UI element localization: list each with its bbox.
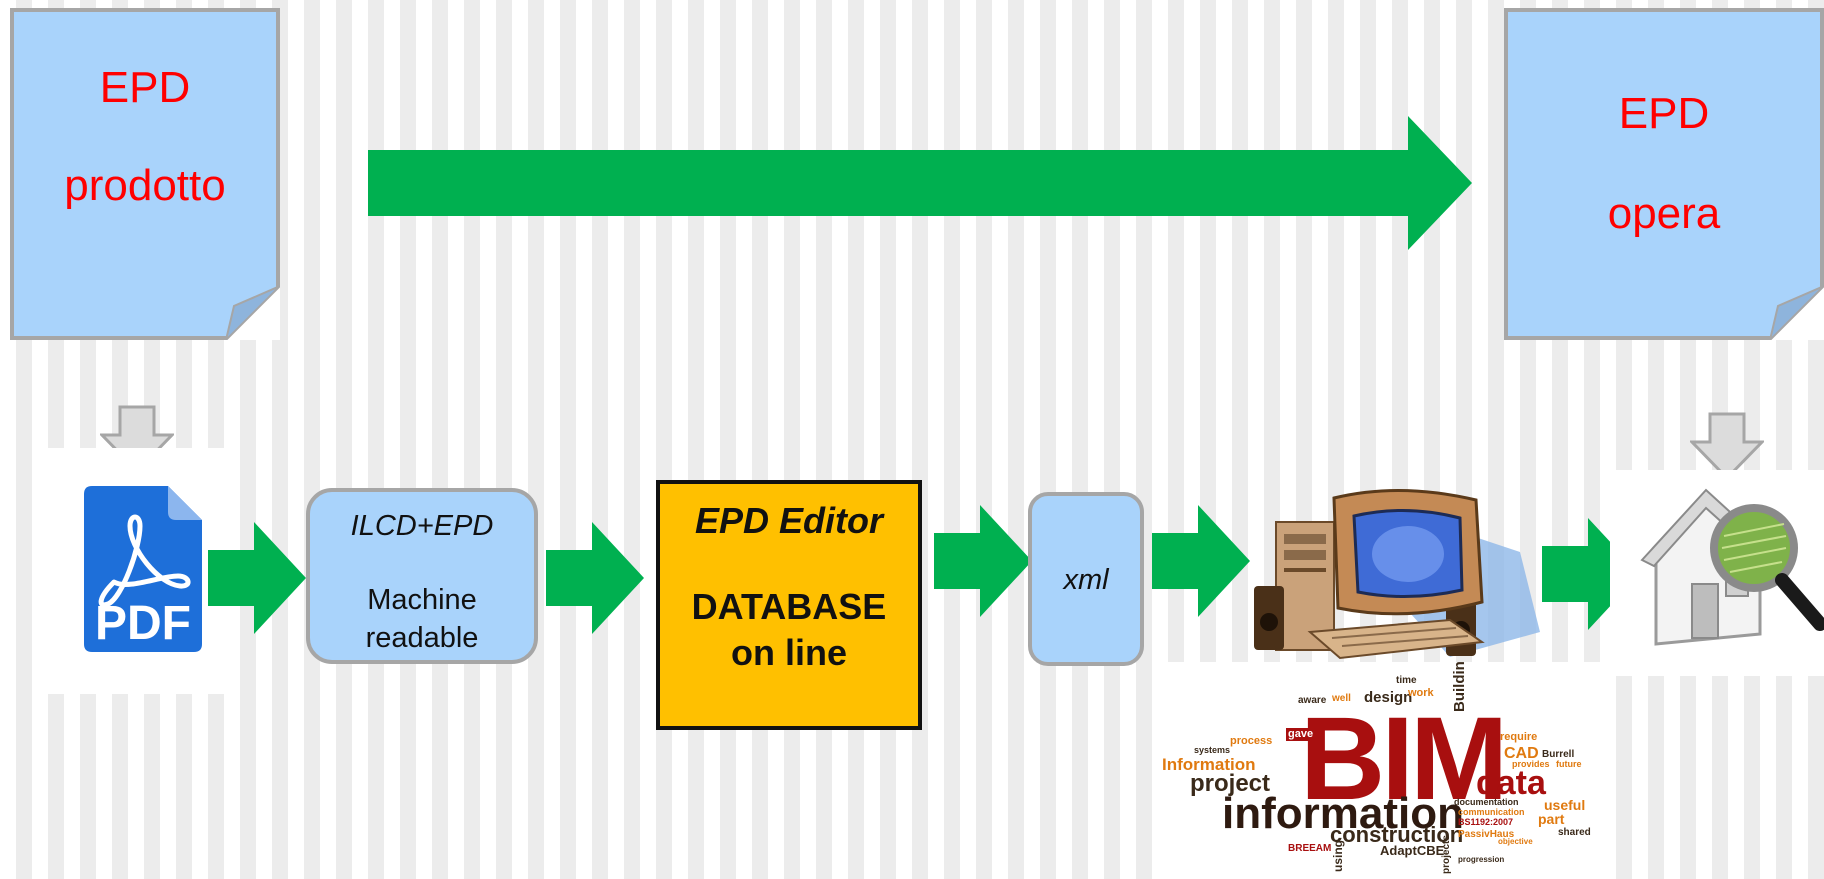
- wc-future: future: [1556, 759, 1582, 769]
- wc-adaptcbe: AdaptCBE: [1380, 843, 1445, 858]
- flow-arrow-3: [934, 505, 1032, 617]
- wc-cad: CAD: [1504, 745, 1539, 762]
- wc-bim: BIM: [1300, 693, 1508, 825]
- wc-objective: objective: [1498, 837, 1533, 846]
- wc-documentation: documentation: [1454, 797, 1519, 807]
- bim-word-cloud: BIM information data project constructio…: [1152, 662, 1612, 879]
- wc-information-mid: Information: [1162, 755, 1256, 774]
- flow-arrow-5: [1542, 518, 1640, 630]
- flow-arrow-2: [546, 522, 644, 634]
- wc-building: Building: [1451, 662, 1468, 712]
- wc-information-large: information: [1222, 789, 1464, 838]
- wc-shared: shared: [1558, 827, 1591, 838]
- wc-project: project: [1190, 770, 1271, 797]
- pdf-icon: [84, 486, 202, 652]
- epd-editor-line2: on line: [731, 632, 847, 673]
- wc-systems: systems: [1194, 745, 1231, 755]
- epd-product-line2: prodotto: [64, 161, 226, 210]
- wc-require: require: [1500, 731, 1538, 743]
- house-inspection-icon: [1640, 488, 1824, 646]
- down-arrow-right: [1690, 412, 1764, 480]
- xml-box: xml: [1028, 492, 1144, 666]
- epd-product-page-curl: [226, 286, 280, 340]
- wc-data: data: [1476, 764, 1546, 802]
- flow-arrow-1: [208, 522, 306, 634]
- wc-provides: provides: [1512, 759, 1550, 769]
- wc-progression: progression: [1458, 855, 1505, 864]
- xml-label: xml: [1063, 564, 1109, 596]
- epd-product-line1: EPD: [99, 63, 191, 112]
- ilcd-epd-box: ILCD+EPD Machine readable: [306, 488, 538, 664]
- epd-work-page-curl: [1770, 286, 1824, 340]
- wc-projects: projects: [1441, 835, 1452, 874]
- wc-burrell: Burrell: [1542, 749, 1575, 760]
- ilcd-epd-line1: Machine: [367, 584, 477, 616]
- wc-process: process: [1230, 735, 1273, 747]
- computer-icon: [1254, 488, 1540, 660]
- wc-using: using: [1331, 840, 1345, 872]
- wc-well: well: [1332, 693, 1351, 704]
- flow-arrow-4: [1152, 505, 1250, 617]
- wc-breeam: BREEAM: [1288, 843, 1332, 854]
- wc-communication: communication: [1458, 807, 1525, 817]
- wc-construction: construction: [1330, 822, 1464, 847]
- main-flow-arrow-shape: [368, 116, 1472, 250]
- wc-useful: useful: [1544, 797, 1586, 813]
- wc-part: part: [1538, 811, 1565, 827]
- epd-editor-line1: DATABASE: [691, 586, 887, 627]
- ilcd-epd-title: ILCD+EPD: [350, 510, 494, 542]
- wc-passivhaus: PassivHaus: [1458, 829, 1515, 840]
- epd-work-document: EPD opera: [1504, 8, 1824, 340]
- pdf-icon-label: PDF: [95, 597, 191, 650]
- wc-time: time: [1396, 675, 1417, 686]
- wc-work: work: [1408, 687, 1434, 699]
- wc-gave: gave: [1286, 728, 1316, 741]
- wc-aware: aware: [1298, 695, 1327, 706]
- wc-bs: BS1192:2007: [1458, 817, 1514, 827]
- epd-product-document: EPD prodotto: [10, 8, 280, 340]
- ilcd-epd-line2: readable: [365, 622, 479, 654]
- epd-work-line1: EPD: [1618, 89, 1710, 138]
- epd-editor-box: EPD Editor DATABASE on line: [656, 480, 922, 730]
- epd-editor-title: EPD Editor: [694, 500, 883, 541]
- wc-design: design: [1364, 689, 1413, 706]
- epd-work-line2: opera: [1607, 189, 1721, 238]
